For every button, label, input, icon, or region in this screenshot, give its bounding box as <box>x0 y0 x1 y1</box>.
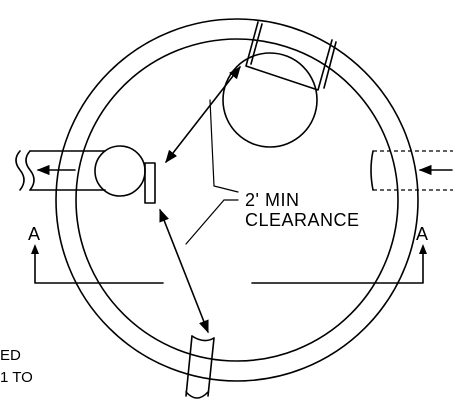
note-line2: 1 TO <box>0 369 33 386</box>
right-inlet-pipe <box>370 150 453 191</box>
bottom-outlet-pipe <box>185 335 215 399</box>
clearance-dimensions <box>159 65 241 334</box>
inner-wall <box>75 38 399 362</box>
step-circle <box>222 52 318 148</box>
section-line-right <box>251 249 424 284</box>
leader-upper <box>209 99 239 193</box>
manhole-step <box>222 21 337 148</box>
leader-lower <box>185 199 239 245</box>
manhole-walls <box>55 18 419 382</box>
section-label-right: A <box>416 224 429 244</box>
note-line1: ED <box>0 347 21 364</box>
clearance-label-line1: 2' MIN <box>245 190 299 210</box>
inlet-outlet-stub <box>144 162 156 204</box>
section-line-left <box>34 249 164 284</box>
clearance-arrow-2 <box>159 208 209 334</box>
inlet-fitting <box>94 145 146 197</box>
clearance-label-line2: CLEARANCE <box>245 210 360 230</box>
section-label-left: A <box>28 224 41 244</box>
outer-wall <box>55 18 419 382</box>
left-inlet-pipe <box>15 145 156 204</box>
section-cut-lines <box>31 244 427 284</box>
step-rung <box>245 21 333 91</box>
clearance-arrow-1 <box>165 65 241 164</box>
